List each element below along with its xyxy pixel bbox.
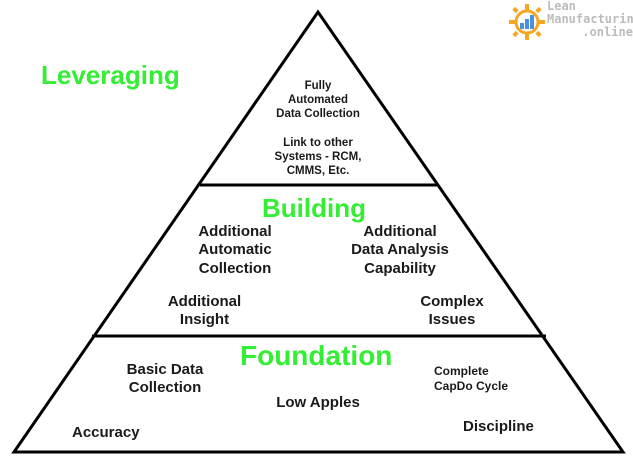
logo-line-1: Lean: [547, 0, 576, 13]
level-label-building: Building: [262, 193, 366, 223]
level-label-leveraging: Leveraging: [41, 60, 180, 90]
lean-manufacturing-logo: Lean Manufacturing .online: [506, 0, 633, 44]
bottom-item-low-apples: Low Apples: [276, 394, 360, 411]
middle-item-data-analysis: Additional Data Analysis Capability: [351, 223, 449, 277]
bottom-item-discipline: Discipline: [463, 418, 534, 435]
level-label-foundation: Foundation: [240, 340, 393, 371]
bottom-item-accuracy: Accuracy: [72, 424, 140, 441]
logo-line-2: Manufacturing: [547, 12, 633, 26]
pyramid-triangle: [11, 9, 626, 454]
middle-item-insight: Additional Insight: [167, 293, 242, 329]
middle-item-automatic-collection: Additional Automatic Collection: [198, 223, 272, 277]
logo-line-3: .online: [582, 25, 633, 39]
top-item-automated-collection: Fully Automated Data Collection: [276, 80, 360, 121]
bottom-item-basic-collection: Basic Data Collection: [126, 361, 204, 397]
middle-item-complex-issues: Complex Issues: [420, 293, 484, 329]
gear-chart-icon: [509, 4, 545, 40]
top-item-link-systems: Link to other Systems - RCM, CMMS, Etc.: [274, 137, 362, 178]
bottom-item-capdo-cycle: Complete CapDo Cycle: [434, 364, 509, 393]
